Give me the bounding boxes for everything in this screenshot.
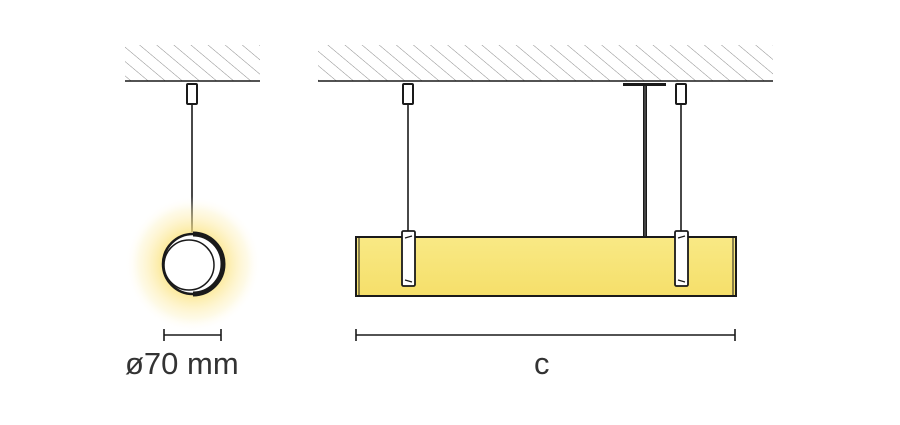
hatched-ceiling-icon bbox=[318, 45, 773, 82]
diameter-label: ø70 mm bbox=[125, 346, 239, 381]
cable-clamp-icon bbox=[186, 83, 198, 105]
hatched-ceiling-icon bbox=[125, 45, 260, 82]
side-view bbox=[318, 45, 773, 341]
cable-clamp-icon bbox=[675, 83, 687, 105]
suspension-bracket-left bbox=[401, 230, 416, 287]
luminaire-body bbox=[355, 236, 737, 297]
end-view bbox=[125, 45, 261, 341]
cable-clamp-icon bbox=[402, 83, 414, 105]
suspension-bracket-right bbox=[674, 230, 689, 287]
length-label: c bbox=[534, 346, 550, 381]
diameter-dimension-line bbox=[163, 329, 222, 341]
length-dimension-line bbox=[355, 329, 736, 341]
luminaire-end-icon bbox=[161, 231, 226, 297]
power-feed-icon bbox=[623, 83, 666, 238]
